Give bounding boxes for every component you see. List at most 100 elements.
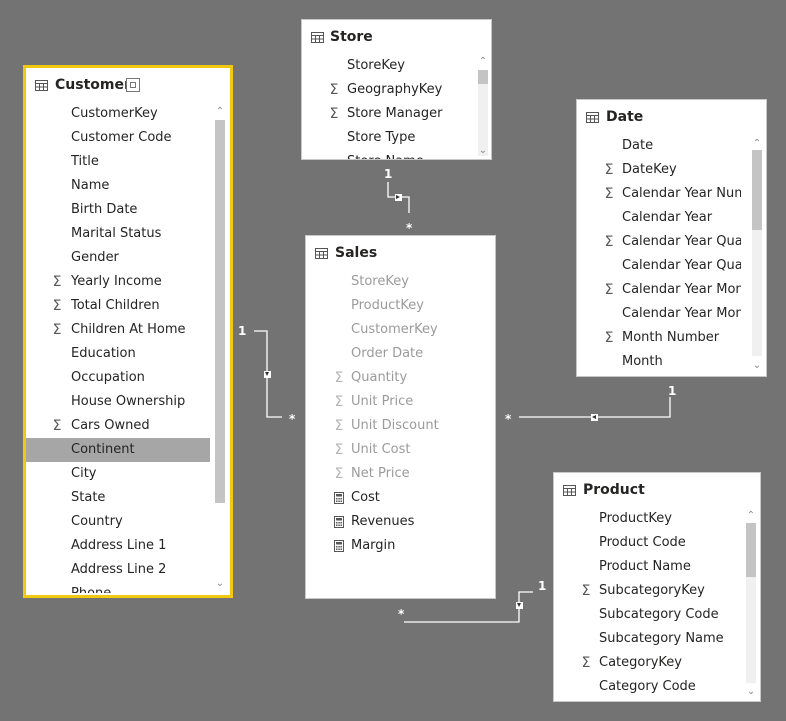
filter-direction-icon[interactable] [516, 602, 523, 609]
field-name: Margin [351, 538, 396, 553]
field-row[interactable]: Subcategory Name [554, 627, 740, 651]
properties-icon[interactable] [126, 78, 140, 92]
field-row[interactable]: Product Name [554, 555, 740, 579]
field-name: Phone [71, 582, 111, 593]
field-row[interactable]: State [26, 486, 210, 510]
field-row[interactable]: Revenues [306, 510, 491, 534]
field-row[interactable]: Store Name [302, 150, 471, 159]
field-row[interactable]: Name [26, 174, 210, 198]
scroll-thumb[interactable] [215, 120, 225, 503]
field-name: Education [71, 346, 136, 361]
field-row[interactable]: Month [577, 350, 741, 374]
scroll-up-arrow-icon[interactable]: ⌃ [478, 56, 488, 67]
scrollbar[interactable]: ⌃ ⌄ [749, 134, 765, 376]
field-name: Month Number [622, 330, 720, 345]
field-row[interactable]: StoreKey [302, 54, 471, 78]
scroll-down-arrow-icon[interactable]: ⌄ [215, 578, 225, 589]
scroll-up-arrow-icon[interactable]: ⌃ [215, 106, 225, 117]
sigma-icon: Σ [334, 394, 344, 410]
scroll-track[interactable] [752, 150, 762, 356]
field-row[interactable]: Occupation [26, 366, 210, 390]
field-row[interactable]: Subcategory Code [554, 603, 740, 627]
field-row[interactable]: Phone [26, 582, 210, 593]
field-name: DateKey [622, 162, 677, 177]
field-row[interactable]: Birth Date [26, 198, 210, 222]
field-row[interactable]: Continent [26, 438, 210, 462]
field-row[interactable]: Product Code [554, 531, 740, 555]
scroll-down-arrow-icon[interactable]: ⌄ [478, 145, 488, 156]
rel-line-date-sales[interactable] [519, 397, 671, 418]
field-row[interactable]: Marital Status [26, 222, 210, 246]
scroll-track[interactable] [746, 523, 756, 683]
field-row[interactable]: Address Line 1 [26, 534, 210, 558]
field-name: Calendar Year [622, 210, 713, 225]
field-row[interactable]: Margin [306, 534, 491, 558]
field-name: Calendar Year Month [622, 306, 741, 321]
field-row[interactable]: Store Type [302, 126, 471, 150]
scroll-up-arrow-icon[interactable]: ⌃ [752, 138, 762, 149]
field-row[interactable]: Country [26, 510, 210, 534]
scrollbar[interactable]: ⌃ ⌄ [475, 54, 491, 159]
scroll-down-arrow-icon[interactable]: ⌄ [746, 686, 756, 697]
field-row[interactable]: ProductKey [306, 294, 491, 318]
field-row[interactable]: Calendar Year [577, 206, 741, 230]
field-row[interactable]: Date [577, 134, 741, 158]
field-row[interactable]: ProductKey [554, 507, 740, 531]
field-row[interactable]: Order Date [306, 342, 491, 366]
field-row[interactable]: Education [26, 342, 210, 366]
field-row[interactable]: Calendar Year Month [577, 302, 741, 326]
field-row[interactable]: Title [26, 150, 210, 174]
field-row[interactable]: Cost [306, 486, 491, 510]
scroll-up-arrow-icon[interactable]: ⌃ [746, 510, 756, 521]
field-row[interactable]: Address Line 2 [26, 558, 210, 582]
field-name: Store Name [347, 150, 424, 159]
field-row[interactable]: City [26, 462, 210, 486]
field-row[interactable]: Gender [26, 246, 210, 270]
scrollbar[interactable]: ⌃ ⌄ [212, 102, 228, 595]
field-name: Product Name [599, 559, 691, 574]
field-row[interactable]: Category Code [554, 675, 740, 699]
field-row[interactable]: Calendar Year Quarter [577, 254, 741, 278]
scroll-thumb[interactable] [478, 70, 488, 84]
table-icon [563, 485, 576, 496]
scroll-thumb[interactable] [752, 150, 762, 230]
filter-direction-icon[interactable] [591, 414, 598, 421]
scroll-down-arrow-icon[interactable]: ⌄ [752, 360, 762, 371]
filter-direction-icon[interactable] [395, 194, 402, 201]
field-row[interactable]: House Ownership [26, 390, 210, 414]
scrollbar[interactable]: ⌃ ⌄ [743, 507, 759, 701]
field-row[interactable]: Customer Code [26, 126, 210, 150]
field-row[interactable]: StoreKey [306, 270, 491, 294]
scroll-track[interactable] [478, 70, 488, 156]
scroll-thumb[interactable] [746, 523, 756, 577]
filter-direction-icon[interactable] [264, 371, 271, 378]
field-name: Date [622, 138, 654, 153]
field-row[interactable]: CustomerKey [26, 102, 210, 126]
field-row[interactable]: CustomerKey [306, 318, 491, 342]
field-name: Yearly Income [71, 274, 162, 289]
